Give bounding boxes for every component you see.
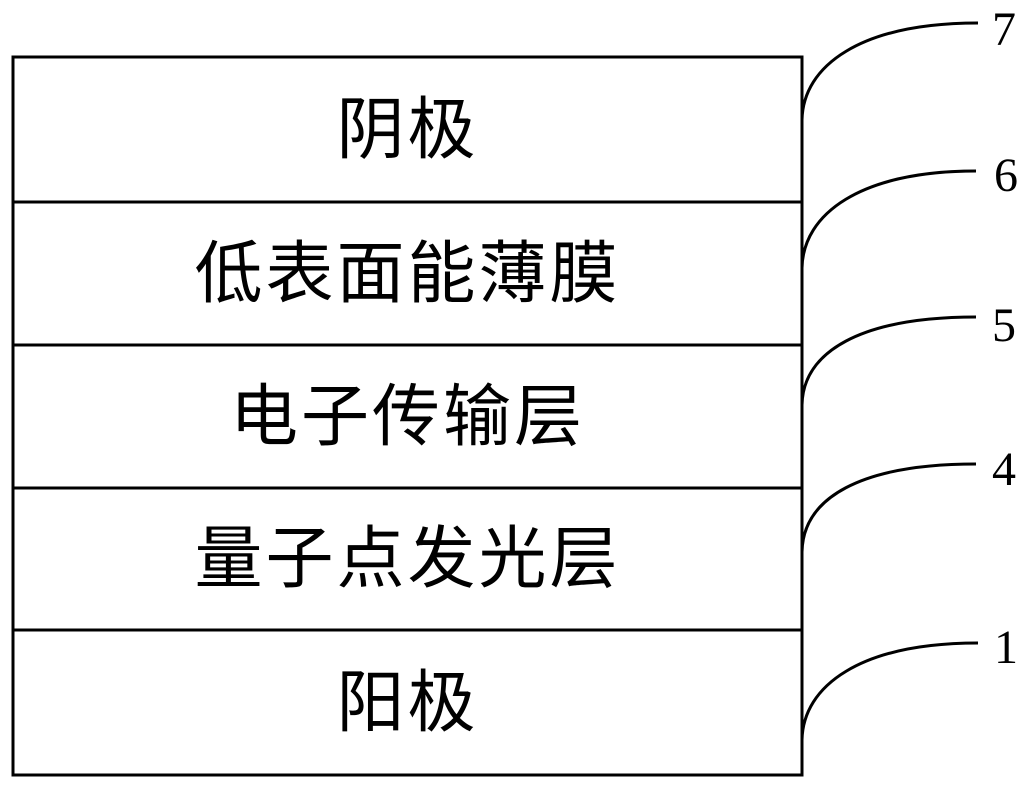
leader-line-ref-5 [800, 315, 977, 406]
leader-line-ref-7 [800, 21, 979, 121]
layer-low-surface-energy-film: 低表面能薄膜 [13, 202, 802, 345]
layer-quantum-dot-emitting: 量子点发光层 [13, 488, 802, 630]
leader-line-ref-6 [800, 169, 977, 269]
device-box-outline [11, 55, 804, 777]
layer-electron-transport: 电子传输层 [13, 345, 802, 488]
layer-quantum-dot-emitting-label: 量子点发光层 [194, 521, 621, 597]
ref-numeral-4: 4 [992, 443, 1016, 496]
leader-line-ref-1 [800, 641, 979, 741]
ref-numeral-5: 5 [992, 299, 1016, 352]
ref-numeral-7: 7 [992, 3, 1016, 56]
layer-low-surface-energy-film-label: 低表面能薄膜 [194, 235, 621, 312]
layer-cathode: 阴极 [13, 57, 802, 202]
layer-anode: 阳极 [13, 630, 802, 775]
layer-electron-transport-label: 电子传输层 [229, 378, 585, 455]
leader-line-ref-4 [800, 462, 977, 553]
ref-numeral-1: 1 [994, 621, 1018, 674]
ref-numeral-6: 6 [994, 149, 1018, 202]
layer-anode-label: 阳极 [336, 664, 479, 741]
layer-cathode-label: 阴极 [336, 91, 479, 168]
